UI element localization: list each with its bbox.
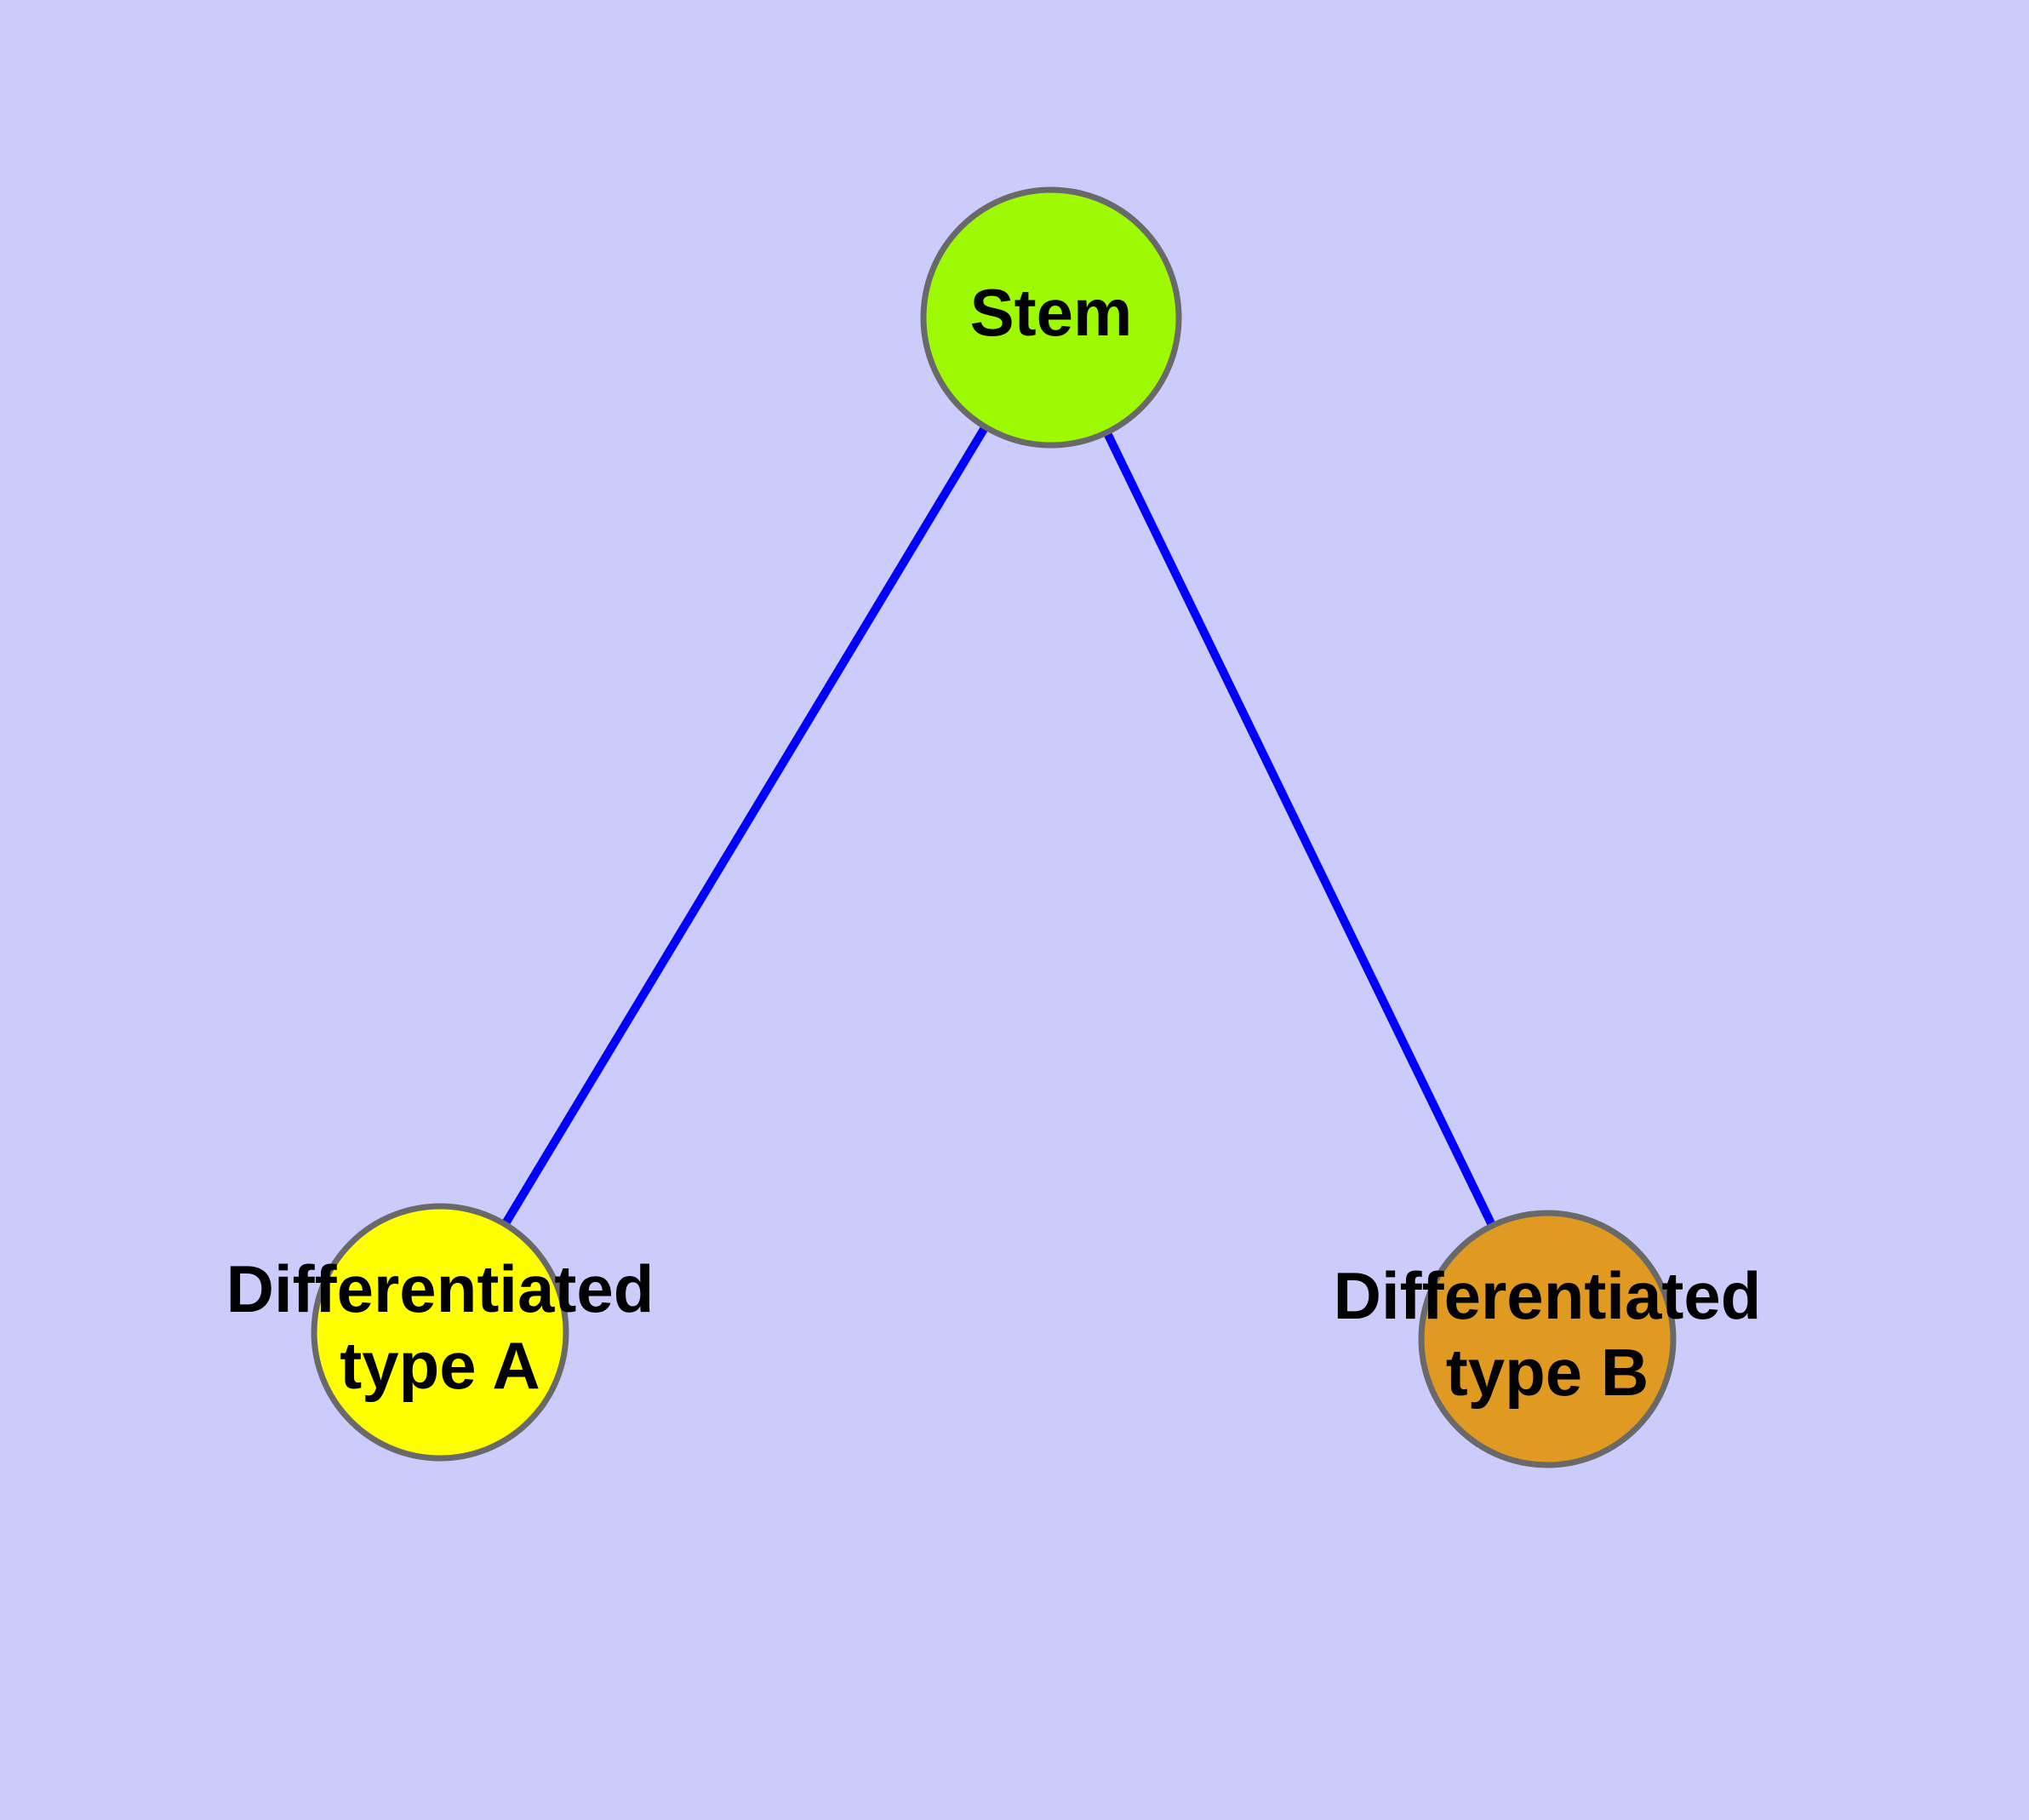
node-label-line: type A	[340, 1328, 540, 1403]
edge-layer	[500, 423, 1497, 1229]
node-label-line: Stem	[970, 275, 1133, 350]
edge-stem-diff-a	[500, 423, 990, 1228]
node-label-stem: Stem	[970, 275, 1133, 350]
node-circle-diff-a[interactable]	[311, 1203, 569, 1462]
node-label-line: Differentiated	[1334, 1257, 1762, 1332]
edge-stem-diff-b	[1102, 428, 1497, 1229]
node-label-line: Differentiated	[226, 1251, 654, 1325]
node-circle-diff-b[interactable]	[1418, 1210, 1677, 1468]
node-label-line: type B	[1446, 1335, 1649, 1410]
node-circle-stem[interactable]	[920, 186, 1182, 449]
